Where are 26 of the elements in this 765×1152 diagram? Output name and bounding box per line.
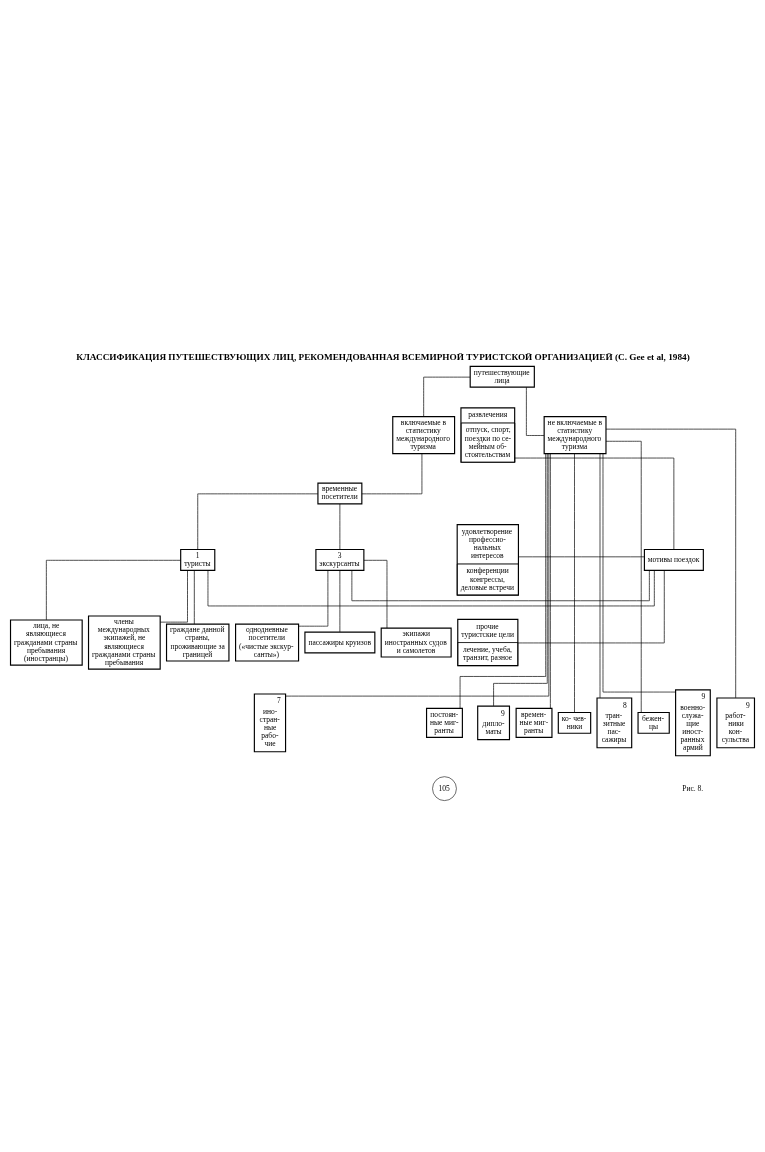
connector	[517, 570, 665, 644]
connector	[526, 386, 545, 436]
connector	[459, 453, 547, 709]
connector	[160, 570, 188, 623]
connector	[351, 570, 650, 602]
diagram-title: КЛАССИФИКАЦИЯ ПУТЕШЕСТВУЮЩИХ ЛИЦ, РЕКОМЕНДОВАННАЯ ВСЕМИРНОЙ ТУРИСТСКОЙ ОРГАНИЗАЦИЕЙ (C. Gee et al, 1984)	[76, 352, 690, 363]
connector	[361, 453, 423, 495]
connector	[493, 453, 548, 707]
connector	[514, 457, 675, 550]
connector	[46, 559, 181, 621]
connector	[550, 453, 551, 709]
connector	[599, 453, 601, 699]
connector	[605, 440, 642, 713]
connector	[605, 428, 737, 699]
connector	[194, 570, 195, 625]
connector	[197, 493, 319, 550]
connector	[339, 570, 341, 633]
connector	[285, 453, 550, 697]
connector	[339, 503, 341, 550]
connector	[423, 376, 471, 417]
connector	[518, 556, 645, 558]
connector	[207, 570, 655, 607]
connector	[574, 453, 575, 713]
connector	[602, 453, 676, 693]
connector	[363, 559, 388, 629]
connector	[298, 570, 329, 627]
